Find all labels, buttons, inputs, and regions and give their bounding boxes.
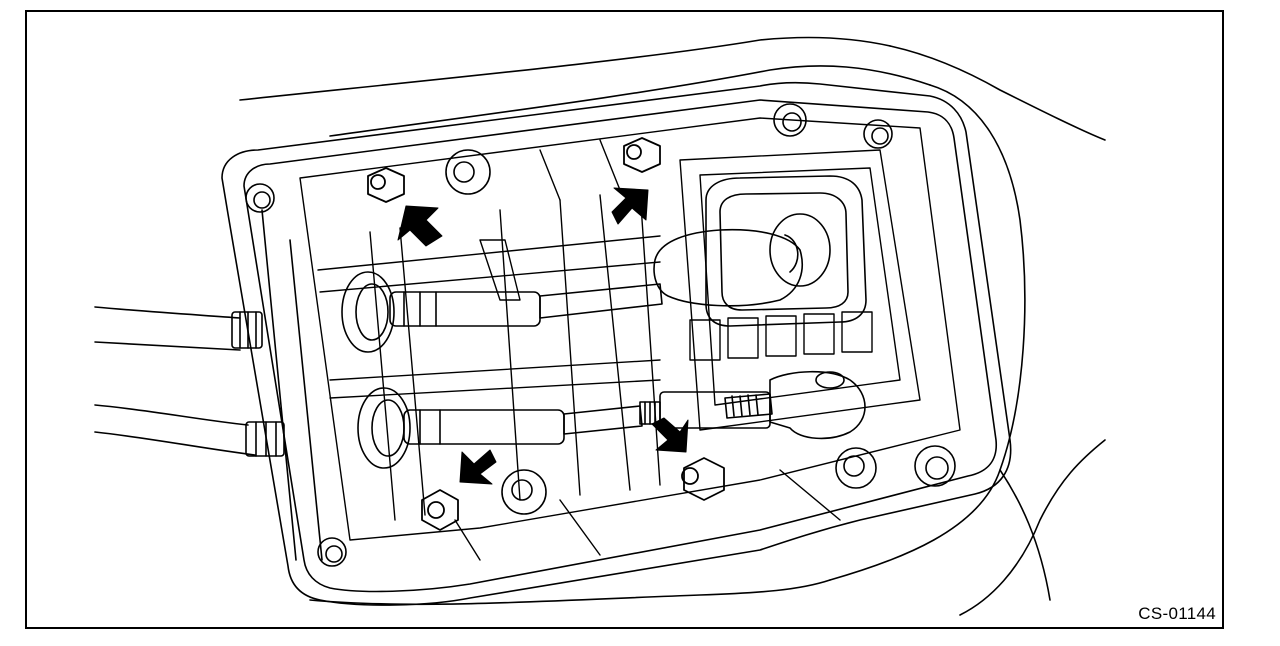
nut-bottom-right bbox=[681, 457, 725, 501]
stud bbox=[914, 445, 956, 487]
stud bbox=[245, 183, 275, 213]
nut-top-right bbox=[623, 137, 661, 173]
shift-lever-knob bbox=[653, 175, 867, 327]
floor-tunnel-outline bbox=[239, 36, 1106, 616]
nut-top-left bbox=[367, 167, 405, 203]
figure-id-label: CS-01144 bbox=[1138, 604, 1216, 623]
arrow-bottom-right bbox=[651, 417, 689, 453]
arrow-bottom-left bbox=[459, 449, 497, 485]
mounting-nuts bbox=[367, 137, 725, 531]
select-cable bbox=[357, 370, 866, 469]
stud bbox=[445, 149, 491, 195]
arrow-top-left bbox=[397, 205, 443, 247]
nut-bottom-left bbox=[421, 489, 459, 531]
corner-studs bbox=[245, 103, 956, 567]
cable-sheaths bbox=[94, 306, 285, 457]
inner-frame-ribs bbox=[299, 117, 961, 561]
stud bbox=[863, 119, 893, 149]
stud bbox=[501, 469, 547, 515]
arrow-top-right bbox=[611, 187, 649, 225]
stud bbox=[317, 537, 347, 567]
stud bbox=[773, 103, 807, 137]
shift-lever-base-plate bbox=[221, 81, 1012, 606]
stud bbox=[835, 447, 877, 489]
indicator-arrows bbox=[397, 187, 689, 485]
shift-cable bbox=[341, 271, 663, 353]
